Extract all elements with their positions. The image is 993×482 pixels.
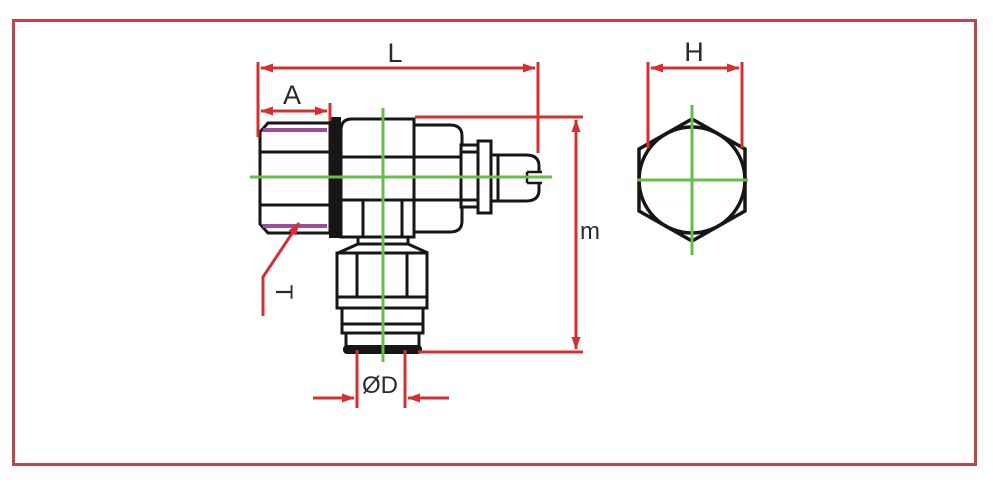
dimension-tube-diameter: ØD — [313, 350, 449, 408]
dim-label-thread-length: A — [283, 80, 301, 110]
centerlines — [250, 105, 748, 362]
page-border — [12, 19, 977, 466]
dim-label-overall-height: m — [580, 218, 600, 245]
thread-size-leader: T — [261, 222, 301, 316]
dim-label-thread-size: T — [270, 285, 297, 300]
dimension-overall-height: m — [415, 115, 600, 354]
dim-label-overall-length: L — [387, 38, 402, 68]
dimension-hex-width: H — [646, 37, 744, 148]
dim-label-hex-width: H — [684, 37, 704, 67]
dim-label-tube-diameter: ØD — [362, 372, 398, 399]
dimension-overall-length: L — [256, 38, 540, 153]
dimension-thread-length: A — [260, 80, 332, 121]
front-view — [258, 117, 542, 354]
